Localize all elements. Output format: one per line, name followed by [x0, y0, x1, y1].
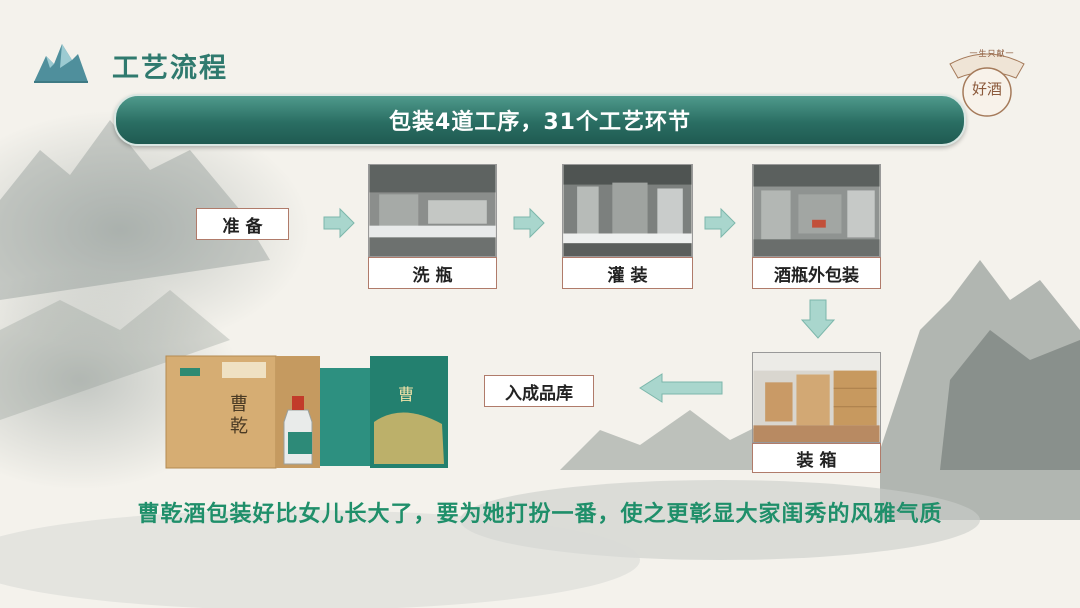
svg-text:曹: 曹 — [230, 394, 248, 415]
step-outer-pack: 酒瓶外包装 — [752, 257, 881, 289]
step-wash: 洗 瓶 — [368, 257, 497, 289]
step-boxing: 装 箱 — [752, 443, 881, 473]
mountain-logo-icon — [32, 38, 90, 84]
step-warehouse: 入成品库 — [484, 375, 594, 407]
step-prepare: 准 备 — [196, 208, 289, 240]
step-fill: 灌 装 — [562, 257, 693, 289]
arrow-right-icon — [512, 206, 546, 240]
slogan-text: 曹乾酒包装好比女儿长大了，要为她打扮一番，使之更彰显大家闺秀的风雅气质 — [0, 496, 1080, 528]
washing-line-photo — [368, 164, 497, 257]
arrow-right-icon — [703, 206, 737, 240]
arrow-right-icon — [322, 206, 356, 240]
svg-text:乾: 乾 — [230, 416, 248, 437]
seal-top-text: 一生只献一 — [962, 48, 1022, 59]
arrow-left-icon — [636, 372, 724, 404]
filling-line-photo — [562, 164, 693, 257]
page-title: 工艺流程 — [112, 46, 228, 85]
headline-banner: 包装4道工序，31个工艺环节 — [114, 94, 966, 146]
outer-packaging-photo — [752, 164, 881, 257]
arrow-down-icon — [800, 298, 836, 340]
seal-text: 好酒 — [965, 78, 1009, 99]
svg-text:曹: 曹 — [398, 385, 414, 404]
boxing-warehouse-photo — [752, 352, 881, 443]
product-packaging-image: 曹 乾 曹 — [162, 352, 452, 474]
